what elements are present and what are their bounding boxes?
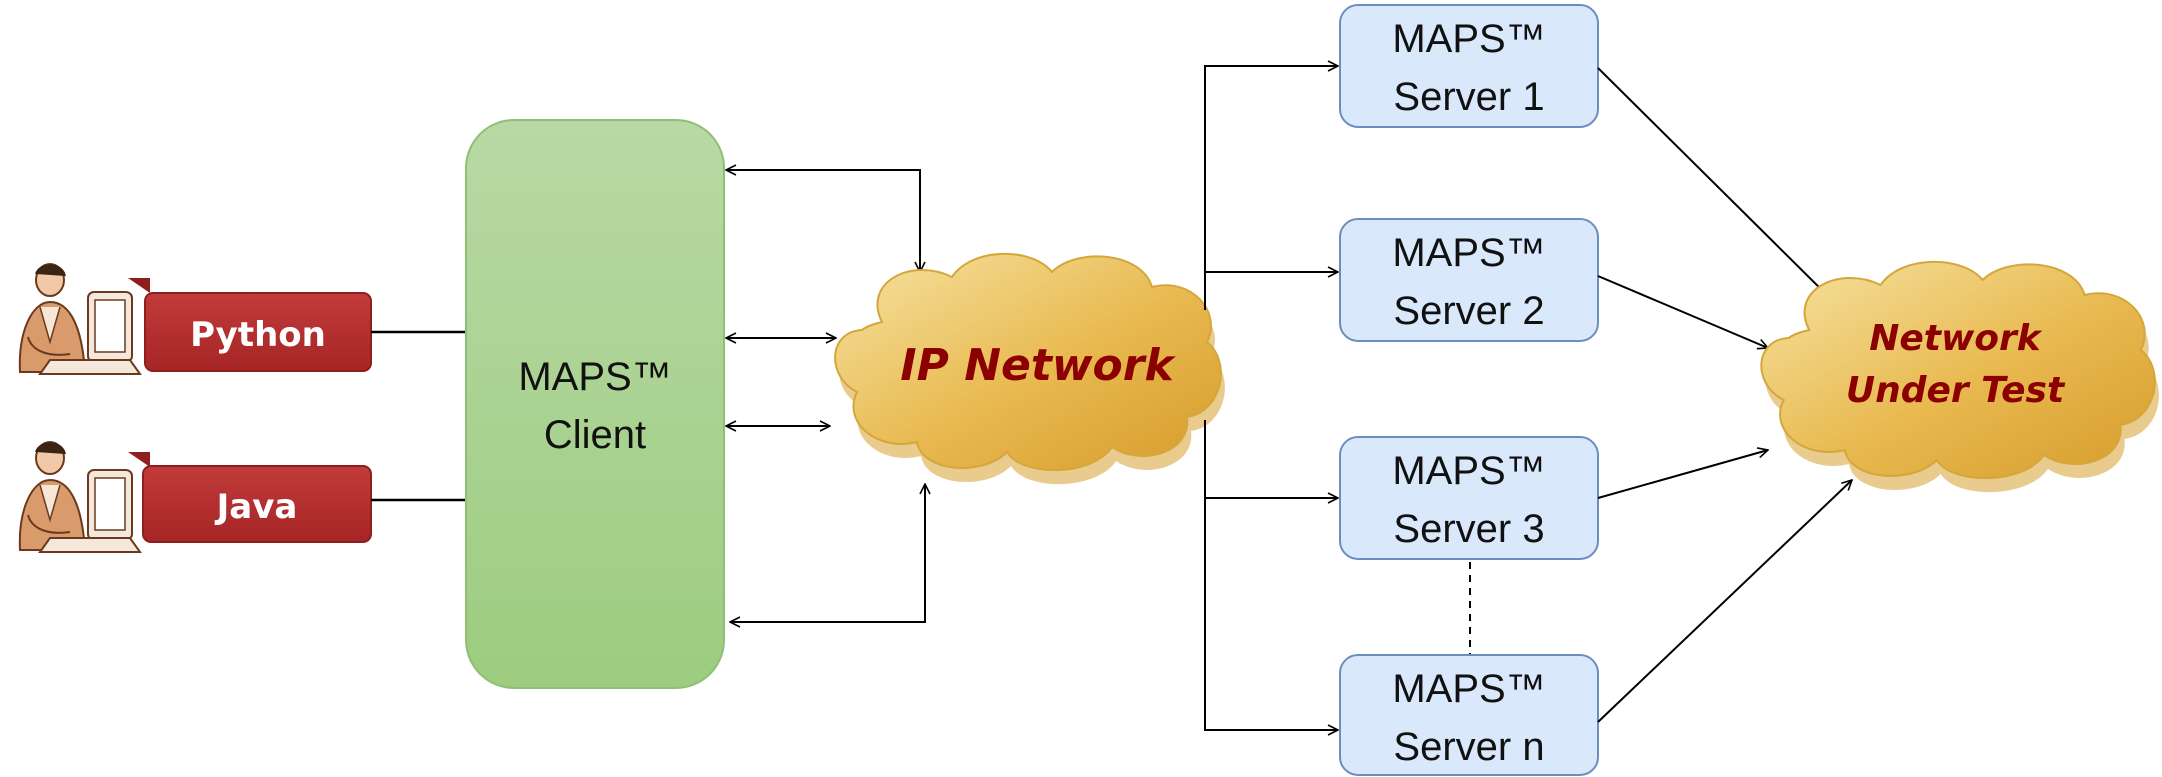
ip-network-label: IP Network bbox=[900, 340, 1176, 391]
nut-line2: Under Test bbox=[1846, 370, 2066, 411]
nut-line1: Network bbox=[1869, 318, 2042, 359]
server-nut-connectors bbox=[1597, 67, 1852, 723]
server-3-line1: MAPS™ bbox=[1392, 449, 1545, 493]
maps-server-1-box: MAPS™ Server 1 bbox=[1339, 4, 1599, 128]
python-label: Python bbox=[190, 315, 326, 355]
server-2-line2: Server 2 bbox=[1393, 289, 1544, 333]
server-1-line1: MAPS™ bbox=[1392, 17, 1545, 61]
maps-server-3-box: MAPS™ Server 3 bbox=[1339, 436, 1599, 560]
network-under-test-cloud: Network Under Test bbox=[1760, 260, 2159, 493]
network-server-connectors bbox=[1204, 66, 1338, 730]
maps-server-2-box: MAPS™ Server 2 bbox=[1339, 218, 1599, 342]
server-2-line1: MAPS™ bbox=[1392, 231, 1545, 275]
maps-server-n-box: MAPS™ Server n bbox=[1339, 654, 1599, 776]
server-n-line2: Server n bbox=[1393, 725, 1544, 769]
python-badge: Python bbox=[128, 278, 372, 372]
client-line2: Client bbox=[544, 413, 646, 457]
client-network-connectors bbox=[726, 170, 925, 622]
python-user-icon bbox=[18, 263, 141, 375]
ip-network-cloud: IP Network bbox=[834, 252, 1225, 485]
java-user-icon bbox=[18, 441, 141, 553]
client-line1: MAPS™ bbox=[518, 355, 671, 399]
java-badge: Java bbox=[128, 452, 372, 543]
maps-client-box: MAPS™ Client bbox=[465, 119, 725, 689]
server-3-line2: Server 3 bbox=[1393, 507, 1544, 551]
java-label: Java bbox=[215, 487, 298, 527]
server-n-line1: MAPS™ bbox=[1392, 667, 1545, 711]
server-1-line2: Server 1 bbox=[1393, 75, 1544, 119]
